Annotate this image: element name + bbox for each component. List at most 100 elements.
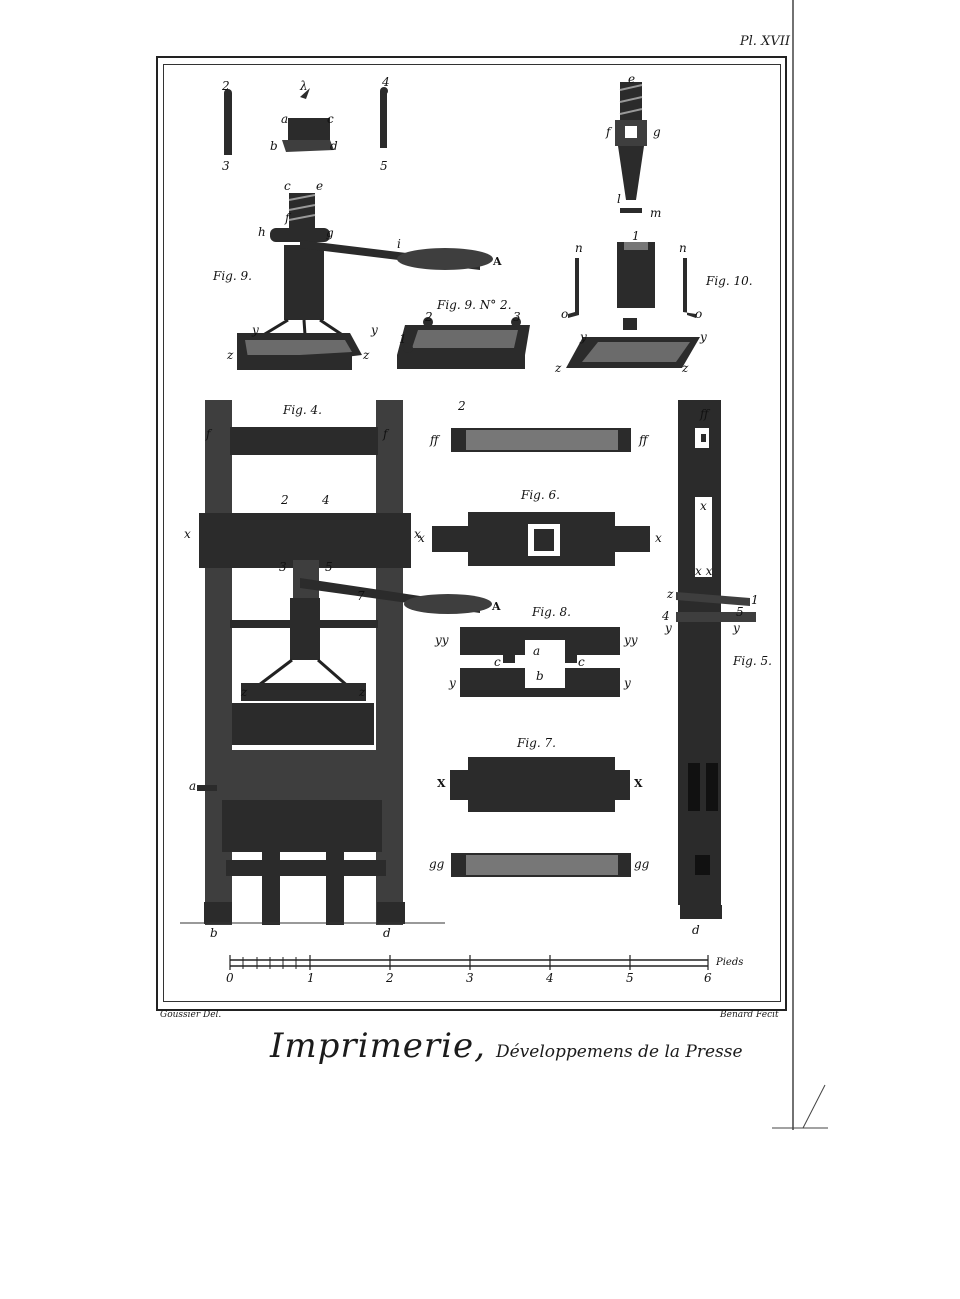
key-m-fig10: m: [650, 206, 662, 220]
key-x-fig4-r: x: [414, 527, 421, 541]
scale-tick-3: 3: [466, 971, 474, 985]
key-x-fig6-r: x: [655, 531, 662, 545]
key-b-fig8: b: [536, 669, 544, 683]
key-7-fig4: 7: [357, 589, 365, 603]
key-y-fig8-r: y: [624, 676, 631, 690]
draughtsman-credit: Goussier Del.: [160, 1010, 222, 1020]
key-d-top: d: [330, 139, 338, 153]
key-c-fig8-r: c: [578, 655, 585, 669]
plate-outer-frame: [156, 56, 787, 1011]
key-1-fig5: 1: [751, 593, 759, 607]
key-y-fig5-r: y: [733, 621, 740, 635]
key-g-fig10: g: [653, 125, 661, 139]
key-ff-r: ff: [639, 433, 648, 447]
fig5-side-post: [676, 400, 756, 919]
key-y-fig10-l: y: [580, 330, 587, 344]
fig9-caption: Fig. 9.: [213, 269, 252, 283]
scale-tick-0: 0: [226, 971, 234, 985]
scale-tick-4: 4: [546, 971, 554, 985]
key-ff-fig5: ff: [700, 407, 709, 421]
key-y-fig5-l: y: [665, 621, 672, 635]
key-3-fig4: 3: [279, 560, 287, 574]
fig10-caption: Fig. 10.: [706, 274, 753, 288]
key-1-fig10: 1: [632, 229, 640, 243]
key-yy-fig8-r: yy: [624, 633, 638, 647]
plate-title-line: Imprimerie, Développemens de la Presse: [270, 1026, 743, 1066]
scale-tick-2: 2: [386, 971, 394, 985]
key-3-top: 3: [222, 159, 230, 173]
key-y-fig9-r: y: [371, 323, 378, 337]
key-lambda: λ: [300, 79, 308, 93]
key-b-fig4: b: [210, 926, 218, 940]
fig6-caption: Fig. 6.: [521, 488, 560, 502]
key-5-fig4: 5: [325, 560, 333, 574]
key-gg-r: gg: [634, 857, 650, 871]
key-4-fig4: 4: [322, 493, 330, 507]
plate-subtitle: Développemens de la Presse: [495, 1042, 743, 1062]
key-ff-l: ff: [430, 433, 439, 447]
fig7-beam: [450, 757, 630, 812]
key-z-fig9-l: z: [227, 348, 234, 362]
key-i-fig9: i: [397, 237, 401, 251]
scale-tick-5: 5: [626, 971, 634, 985]
key-o-fig10-l: o: [561, 307, 569, 321]
key-x-fig6-l: x: [418, 531, 425, 545]
key-2-ff: 2: [458, 399, 466, 413]
key-y-fig8-l: y: [449, 676, 456, 690]
key-5-fig5: 5: [736, 605, 744, 619]
key-y-fig9-l: y: [252, 323, 259, 337]
scale-tick-6: 6: [704, 971, 712, 985]
key-c-fig9: c: [284, 179, 291, 193]
key-f-fig9: f: [285, 211, 290, 225]
key-x-fig5: x: [700, 499, 707, 513]
key-a-top: a: [281, 112, 289, 126]
key-e-fig10: e: [628, 72, 636, 86]
fig5-caption: Fig. 5.: [733, 654, 772, 668]
key-z-fig4-r: z: [359, 685, 366, 699]
fig4-caption: Fig. 4.: [283, 403, 322, 417]
key-4-fig5: 4: [662, 609, 670, 623]
scale-tick-1: 1: [307, 971, 315, 985]
key-a-fig4: a: [189, 779, 197, 793]
key-n-fig10-r: n: [679, 241, 687, 255]
key-2-fig9n2: 2: [425, 310, 433, 324]
key-A-fig4: A: [492, 600, 501, 613]
key-xx-fig5: x x: [695, 564, 713, 578]
key-f-fig4-l: f: [206, 427, 211, 441]
fig7-caption: Fig. 7.: [517, 736, 556, 750]
key-b-top: b: [270, 139, 278, 153]
fig9-no2-caption: Fig. 9. N° 2.: [437, 298, 512, 312]
key-n-fig10-l: n: [575, 241, 583, 255]
fig8-caption: Fig. 8.: [532, 605, 571, 619]
key-1-fig9n2: 1: [399, 332, 407, 346]
fig6-platen-beam: [432, 512, 650, 566]
key-g-fig9: g: [326, 226, 334, 240]
key-z-fig10-r: z: [682, 361, 689, 375]
fig9-screw-assembly: [237, 193, 493, 370]
fig10-screw-parts: [566, 82, 700, 368]
fig4-press: [180, 400, 492, 925]
scale-unit: Pieds: [716, 957, 744, 968]
scale-bar: [229, 955, 709, 970]
key-c-fig8-l: c: [494, 655, 501, 669]
plate-number: Pl. XVII: [739, 34, 790, 49]
key-yy-fig8-l: yy: [435, 633, 449, 647]
plate-title: Imprimerie,: [270, 1026, 486, 1066]
key-2-fig4: 2: [281, 493, 289, 507]
key-z-fig10-l: z: [555, 361, 562, 375]
key-X-fig7-r: X: [634, 777, 643, 790]
fig9-no2-frame: [397, 317, 530, 369]
key-h-fig9: h: [258, 225, 266, 239]
key-A-fig9: A: [493, 255, 502, 268]
key-f-fig10: f: [606, 125, 611, 139]
key-a-fig8: a: [533, 644, 541, 658]
key-2-top: 2: [222, 79, 230, 93]
key-c-top: c: [327, 112, 334, 126]
key-z-fig9-r: z: [363, 348, 370, 362]
key-4-top: 4: [382, 75, 390, 89]
key-y-fig10-r: y: [700, 330, 707, 344]
key-f-fig4-r: f: [383, 427, 388, 441]
fig9-small-pins: [224, 87, 388, 155]
key-z-fig4-l: z: [241, 685, 248, 699]
